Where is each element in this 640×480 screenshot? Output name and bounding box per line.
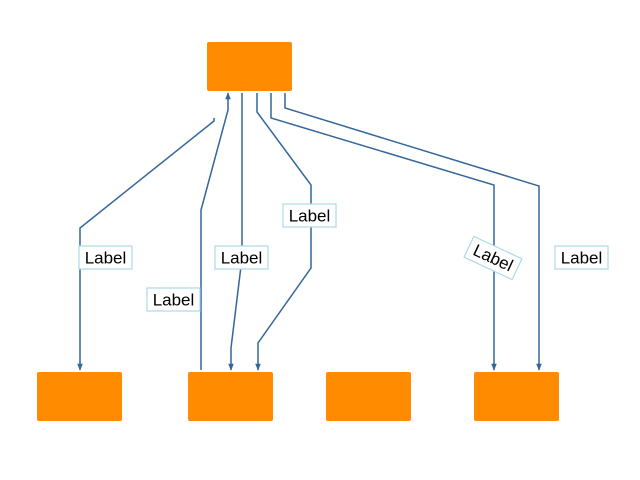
edge-label-4-text: Label: [289, 207, 331, 226]
node-child-2[interactable]: [188, 372, 273, 421]
node-child-3[interactable]: [326, 372, 411, 421]
edge-label-1-text: Label: [85, 249, 127, 268]
edge-root-to-child-1[interactable]: [77, 118, 215, 371]
edge-child-2-to-root[interactable]: [200, 92, 231, 370]
edge-root-to-child-4[interactable]: [270, 93, 497, 371]
node-child-4[interactable]: [474, 372, 559, 421]
node-root[interactable]: [207, 42, 292, 91]
edge-label-3-text: Label: [221, 249, 263, 268]
edge-label-6-text: Label: [561, 249, 603, 268]
edge-label-4: Label: [282, 203, 337, 228]
edge-root-to-child-4-b[interactable]: [284, 93, 542, 371]
edge-label-2: Label: [146, 287, 201, 312]
edge-label-5: Label: [463, 235, 523, 281]
edge-label-2-text: Label: [153, 291, 195, 310]
node-child-1[interactable]: [37, 372, 122, 421]
edge-label-6: Label: [554, 245, 609, 270]
edge-label-3: Label: [214, 245, 269, 270]
edge-root-to-child-2-b[interactable]: [255, 93, 312, 371]
edge-label-1: Label: [78, 245, 133, 270]
edge-root-to-child-2[interactable]: [228, 93, 243, 371]
